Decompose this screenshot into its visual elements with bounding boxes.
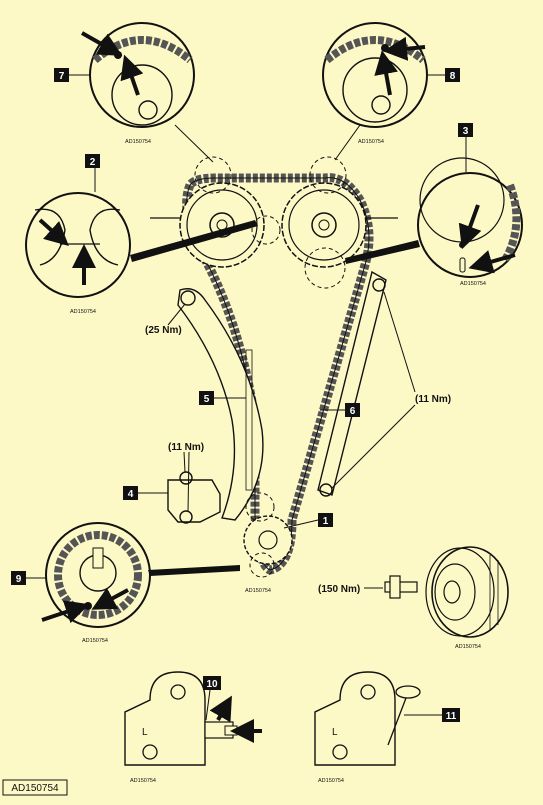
svg-text:11: 11 [446,711,457,722]
ref-code: AD150754 [130,778,156,784]
tensioner-guide [177,288,264,521]
torque-11nm-guide-label: (11 Nm) [415,394,451,405]
callout-8: 8 [445,68,460,82]
torque-150nm-label: (150 Nm) [318,584,360,595]
callout-10: 10 [203,676,221,690]
fixed-guide [317,270,387,497]
svg-text:8: 8 [450,71,456,82]
callout-4: 4 [123,486,138,500]
tensioner-letter-11: L [332,727,338,738]
callout-3: 3 [458,123,473,137]
detail-7 [81,22,214,163]
ref-code: AD150754 [455,644,481,650]
exhaust-cam-sprocket [281,182,367,268]
svg-text:10: 10 [206,679,218,690]
ref-code: AD150754 [125,139,151,145]
ref-code: AD150754 [358,139,384,145]
ref-code: AD150754 [318,778,344,784]
svg-text:6: 6 [350,406,356,417]
callout-7: 7 [54,68,69,82]
torque-25nm-label: (25 Nm) [145,325,182,336]
callout-9: 9 [11,571,26,585]
callout-5: 5 [199,391,214,405]
crank-pulley [425,546,509,638]
svg-text:7: 7 [59,71,65,82]
ref-code: AD150754 [460,281,486,287]
detail-3 [345,157,523,278]
ref-code: AD150754 [82,638,108,644]
svg-text:5: 5 [204,394,210,405]
tensioner-detail-10 [124,671,262,766]
figure-id: AD150754 [2,779,68,796]
svg-text:1: 1 [323,516,329,527]
ref-code: AD150754 [245,588,271,594]
svg-text:4: 4 [128,489,134,500]
svg-text:2: 2 [90,157,96,168]
detail-9 [41,522,240,628]
torque-11nm-tensioner-label: (11 Nm) [168,442,204,453]
callout-6: 6 [345,403,360,417]
tensioner-letter-10: L [142,727,148,738]
timing-chain [182,173,374,575]
callout-11: 11 [442,708,460,722]
callout-1: 1 [318,513,333,527]
svg-text:3: 3 [463,126,469,137]
ref-code: AD150754 [70,309,96,315]
svg-text:AD150754: AD150754 [11,783,59,794]
svg-text:9: 9 [16,574,22,585]
crank-sprocket [243,492,293,578]
detail-2 [25,192,258,298]
tensioner-detail-11 [314,671,421,766]
callout-2: 2 [85,154,100,168]
detail-8 [322,22,428,161]
crank-bolt [384,575,418,599]
chain-tensioner [167,471,221,524]
